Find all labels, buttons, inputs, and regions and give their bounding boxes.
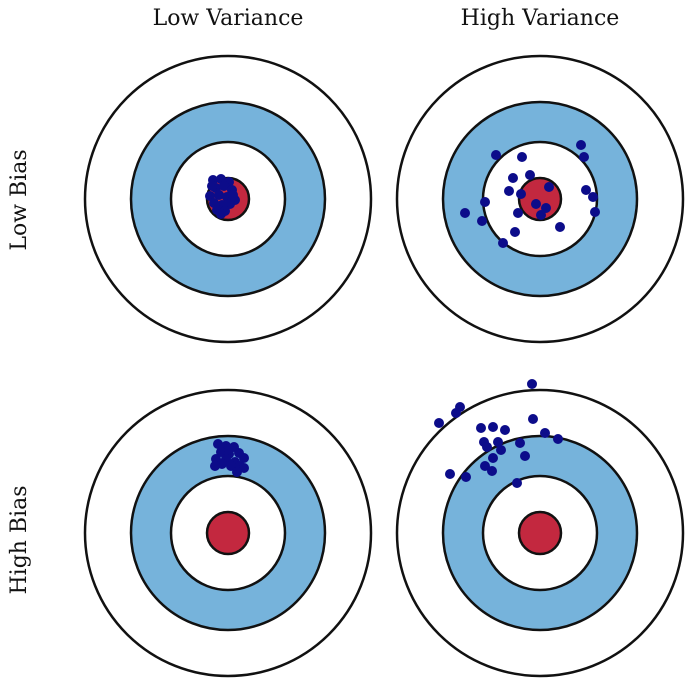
shot-dot: [555, 222, 565, 232]
shot-dot: [508, 173, 518, 183]
shot-dot: [491, 150, 501, 160]
shot-dot: [207, 181, 217, 191]
shot-dot: [232, 467, 242, 477]
shot-dot: [214, 190, 224, 200]
shot-dot: [480, 197, 490, 207]
shot-dot: [451, 408, 461, 418]
shot-dot: [228, 190, 238, 200]
shot-dot: [213, 439, 223, 449]
target-low-bias-high-variance: [395, 54, 685, 344]
shot-dot: [460, 208, 470, 218]
shot-dot: [579, 152, 589, 162]
shot-dot: [498, 238, 508, 248]
shot-dot: [515, 438, 525, 448]
shot-dot: [493, 437, 503, 447]
shot-dot: [210, 461, 220, 471]
shot-dot: [553, 434, 563, 444]
shot-dot: [219, 181, 229, 191]
shot-dot: [480, 461, 490, 471]
shot-dot: [216, 447, 226, 457]
shot-dot: [239, 453, 249, 463]
shot-group: [434, 379, 563, 488]
shot-dot: [528, 414, 538, 424]
shot-dot: [224, 444, 234, 454]
target-low-bias-low-variance: [83, 54, 373, 344]
target-high-bias-low-variance: [83, 388, 373, 678]
shot-dot: [461, 472, 471, 482]
shot-dot: [536, 210, 546, 220]
shot-dot: [225, 199, 235, 209]
shot-dot: [482, 442, 492, 452]
shot-dot: [476, 423, 486, 433]
shot-dot: [512, 478, 522, 488]
shot-dot: [544, 182, 554, 192]
shot-group: [210, 439, 249, 477]
shot-dot: [525, 170, 535, 180]
shot-dot: [541, 203, 551, 213]
shot-dot: [588, 192, 598, 202]
shot-dot: [445, 469, 455, 479]
target-high-bias-high-variance: [395, 379, 685, 678]
shot-group: [460, 140, 600, 248]
shot-dot: [513, 208, 523, 218]
shot-dot: [527, 379, 537, 389]
bullseye: [205, 510, 251, 556]
shot-dot: [477, 216, 487, 226]
shot-dot: [510, 227, 520, 237]
column-header-high-variance: High Variance: [461, 6, 620, 31]
shot-dot: [531, 199, 541, 209]
shot-dot: [488, 422, 498, 432]
row-header-low-bias: Low Bias: [7, 149, 32, 250]
row-header-high-bias: High Bias: [7, 485, 32, 594]
shot-dot: [216, 209, 226, 219]
shot-dot: [540, 428, 550, 438]
shot-dot: [520, 451, 530, 461]
shot-dot: [496, 445, 506, 455]
shot-dot: [488, 453, 498, 463]
shot-dot: [500, 425, 510, 435]
column-header-low-variance: Low Variance: [153, 6, 304, 31]
shot-dot: [576, 140, 586, 150]
shot-dot: [434, 418, 444, 428]
shot-dot: [487, 466, 497, 476]
shot-dot: [504, 186, 514, 196]
shot-dot: [590, 207, 600, 217]
shot-dot: [516, 189, 526, 199]
bullseye: [517, 510, 563, 556]
shot-group: [205, 174, 240, 219]
shot-dot: [517, 152, 527, 162]
shot-dot: [581, 185, 591, 195]
